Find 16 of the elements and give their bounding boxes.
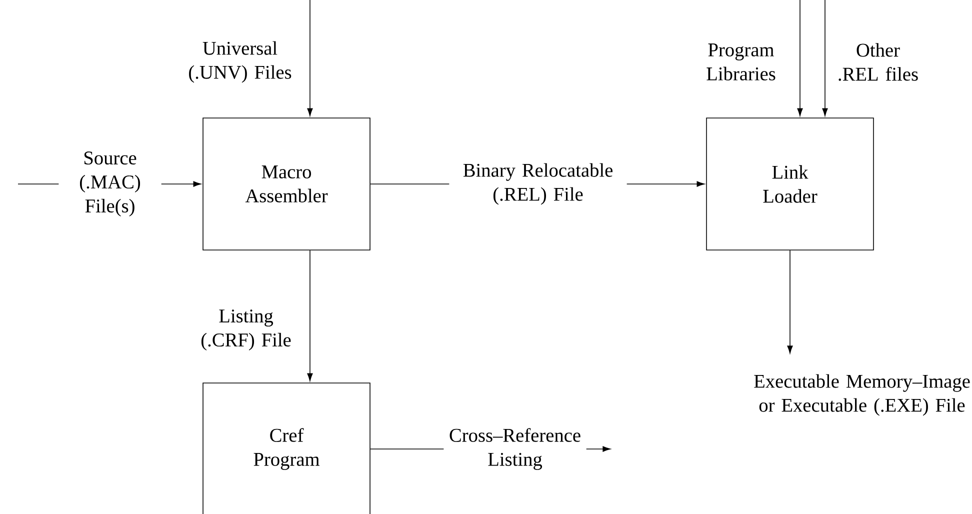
edge-label: Universal (.UNV) Files (189, 41, 292, 83)
arrow (787, 250, 793, 354)
edge-label: Binary Relocatable (.REL) File (449, 162, 627, 206)
edge-label: Program Libraries (706, 44, 776, 80)
process-box: Cref Program (202, 382, 370, 514)
arrow (822, 0, 828, 116)
edge-label: Source (.MAC) File(s) (58, 150, 162, 218)
arrow (307, 250, 313, 382)
edge-label: Other .REL files (838, 43, 918, 81)
arrow (797, 0, 803, 116)
edge-label: Listing (.CRF) File (201, 310, 291, 350)
arrow (307, 0, 313, 116)
process-box: Link Loader (706, 118, 874, 250)
edge-label: Executable Memory–Image or Executable (.EXE) File (754, 374, 970, 416)
process-box: Macro Assembler (202, 118, 370, 250)
edge-label: Cross–Reference Listing (444, 426, 586, 472)
